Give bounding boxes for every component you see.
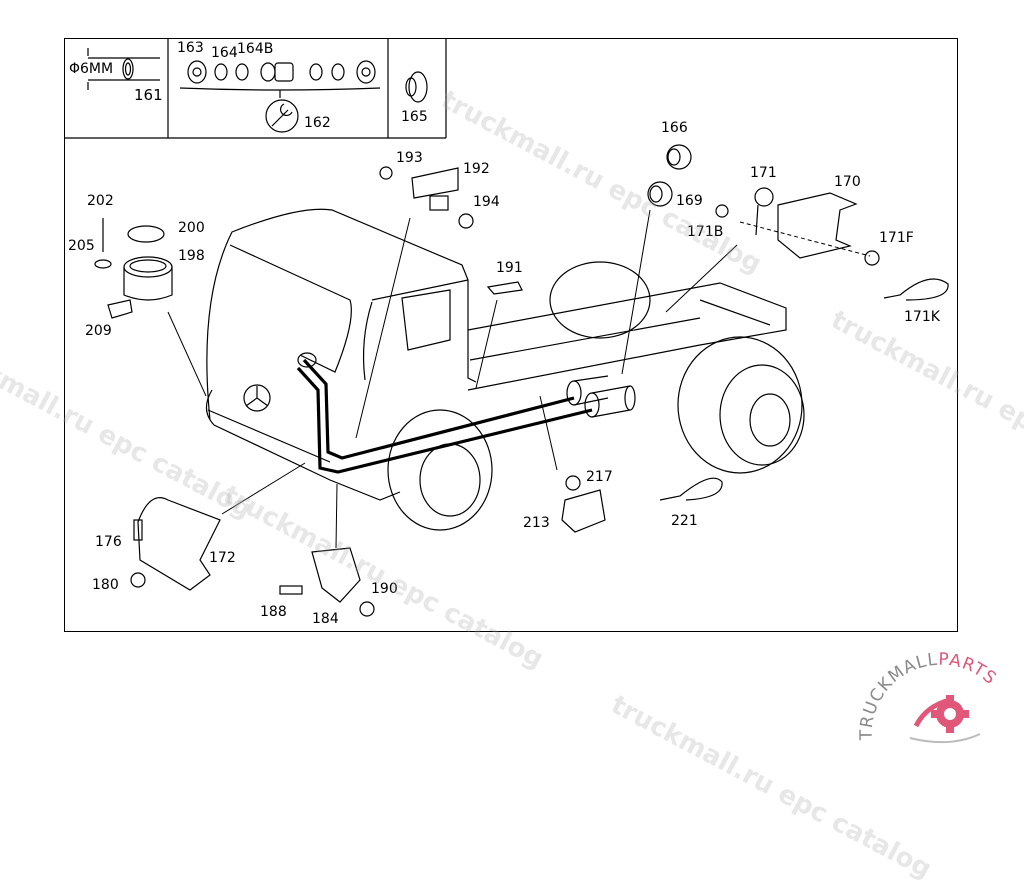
part-171-clamp [754,187,774,236]
callout-162: 162 [304,115,331,131]
callout-198: 198 [178,248,205,264]
part-180-nut [130,572,146,588]
part-176-bolt [133,519,143,541]
truckmall-parts-logo: TRUCKMALLPARTS [857,650,1001,744]
callout-194: 194 [473,194,500,210]
callout-171F: 171F [879,230,914,246]
diagram-frame [64,38,958,632]
callout-221: 221 [671,513,698,529]
callout-217: 217 [586,469,613,485]
callout-180: 180 [92,577,119,593]
part-171K-cable-tie [883,278,949,301]
air-tanks [566,375,636,418]
part-217-nut [565,475,581,491]
callout-184: 184 [312,611,339,627]
part-209-clip [107,299,133,319]
callout-164B: 164B [237,41,274,57]
part-184-clamp [311,547,361,603]
part-198-pipe-stub [123,256,173,301]
part-193-bolt [379,166,393,180]
part-169-grommet [647,181,673,207]
callout-205: 205 [68,238,95,254]
callout-190: 190 [371,581,398,597]
tube-diameter-label: Φ6MM [69,61,114,77]
callout-193: 193 [396,150,423,166]
svg-text:TRUCKMALLPARTS: TRUCKMALLPARTS [857,650,1001,742]
part-200-gasket [127,225,165,243]
logo-text: TRUCKMALLPARTS [857,650,1000,742]
part-194-nut [458,213,474,229]
callout-171K: 171K [904,309,940,325]
callout-192: 192 [463,161,490,177]
part-188-bolt [279,585,303,595]
callout-213: 213 [523,515,550,531]
callout-172: 172 [209,550,236,566]
part-221-cable-tie [659,477,723,501]
callout-170: 170 [834,174,861,190]
callout-191: 191 [496,260,523,276]
part-172-bracket [137,497,221,591]
truck-cab [205,208,477,501]
callout-202: 202 [87,193,114,209]
callout-188: 188 [260,604,287,620]
callout-171B: 171B [687,224,724,240]
part-191-plate [486,281,523,295]
callout-176: 176 [95,534,122,550]
callout-163: 163 [177,40,204,56]
part-170-bracket [777,192,858,259]
gear-icon [931,695,969,733]
callout-171: 171 [750,165,777,181]
tube-icon [87,48,160,90]
callout-169: 169 [676,193,703,209]
header-grid [64,38,447,139]
wrench-tool-icon [265,99,299,133]
fittings-icons [179,60,381,98]
part-166-grommet [666,144,692,170]
part-192-bracket [411,167,459,211]
grommet-icon [405,71,428,103]
part-205-washer [94,259,112,269]
callout-165: 165 [401,109,428,125]
parts-diagram [64,38,949,617]
part-171F-nut [864,250,880,266]
part-171B-bolt [715,204,729,218]
valve-icon [297,352,317,368]
part-190-nut [359,601,375,617]
chassis-frame [467,282,787,391]
callout-209: 209 [85,323,112,339]
leader-lines [167,209,871,549]
callout-161: 161 [134,86,163,104]
part-213-bracket [561,489,606,533]
callout-164: 164 [211,45,238,61]
callout-166: 166 [661,120,688,136]
brake-pipes [296,358,593,474]
callout-200: 200 [178,220,205,236]
